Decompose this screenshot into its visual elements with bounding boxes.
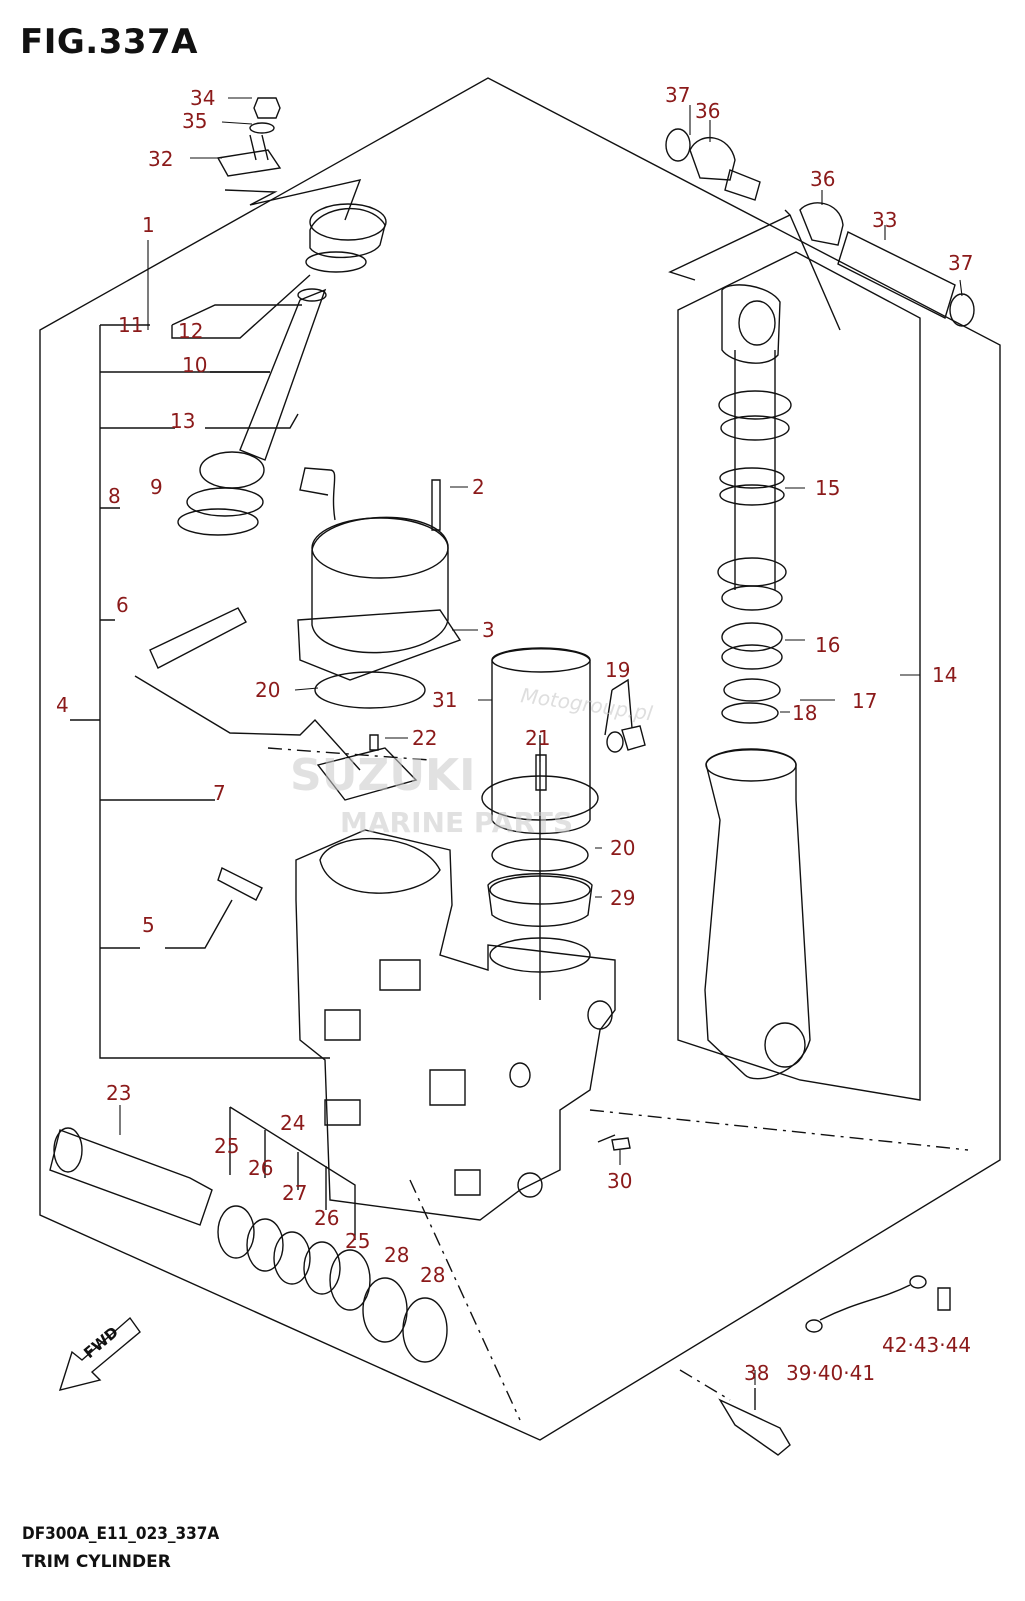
watermark-brand: SUZUKI <box>290 750 476 801</box>
callout-11: 11 <box>118 313 143 337</box>
callout-17: 17 <box>852 689 877 713</box>
callout-10: 10 <box>182 353 207 377</box>
callout-6: 6 <box>116 593 129 617</box>
callout-20: 20 <box>255 678 280 702</box>
leader-bracket <box>99 325 330 1059</box>
callout-35: 35 <box>182 109 207 133</box>
watermark-sub: MARINE PARTS <box>340 806 573 839</box>
callout-14: 14 <box>932 663 957 687</box>
callout-28b: 28 <box>420 1263 445 1287</box>
callout-7: 7 <box>213 781 226 805</box>
callout-27: 27 <box>282 1181 307 1205</box>
callout-24: 24 <box>280 1111 305 1135</box>
callout-1: 1 <box>142 213 155 237</box>
callout-39-40-41: 39·40·41 <box>786 1361 875 1385</box>
cylinder-group-outline <box>677 251 921 1101</box>
figure-name: TRIM CYLINDER <box>22 1552 171 1572</box>
callout-26b: 26 <box>314 1206 339 1230</box>
fwd-label: FWD <box>80 1323 122 1362</box>
callout-20b: 20 <box>610 836 635 860</box>
callout-26: 26 <box>248 1156 273 1180</box>
callout-38: 38 <box>744 1361 769 1385</box>
figure-code: DF300A_E11_023_337A <box>22 1524 220 1544</box>
assembly-outline <box>39 77 1001 1441</box>
callout-8: 8 <box>108 484 121 508</box>
callout-33: 33 <box>872 208 897 232</box>
callout-30: 30 <box>607 1169 632 1193</box>
callout-25: 25 <box>214 1134 239 1158</box>
figure-title: FIG.337A <box>20 22 198 62</box>
callout-23: 23 <box>106 1081 131 1105</box>
callout-36: 36 <box>695 99 720 123</box>
watermark-site: Motogroup.pl <box>519 683 654 725</box>
callout-19: 19 <box>605 658 630 682</box>
callout-22: 22 <box>412 726 437 750</box>
callout-2: 2 <box>472 475 485 499</box>
callout-9: 9 <box>150 475 163 499</box>
callout-25b: 25 <box>345 1229 370 1253</box>
callout-31: 31 <box>432 688 457 712</box>
callout-28: 28 <box>384 1243 409 1267</box>
callout-37: 37 <box>665 83 690 107</box>
callout-37b: 37 <box>948 251 973 275</box>
callout-16: 16 <box>815 633 840 657</box>
callout-15: 15 <box>815 476 840 500</box>
callout-3: 3 <box>482 618 495 642</box>
callout-36b: 36 <box>810 167 835 191</box>
callout-21: 21 <box>525 726 550 750</box>
callout-29: 29 <box>610 886 635 910</box>
callout-42-43-44: 42·43·44 <box>882 1333 971 1357</box>
callout-4: 4 <box>56 693 69 717</box>
callout-18: 18 <box>792 701 817 725</box>
callout-12: 12 <box>178 319 203 343</box>
callout-13: 13 <box>170 409 195 433</box>
callout-34: 34 <box>190 86 215 110</box>
callout-32: 32 <box>148 147 173 171</box>
callout-5: 5 <box>142 913 155 937</box>
